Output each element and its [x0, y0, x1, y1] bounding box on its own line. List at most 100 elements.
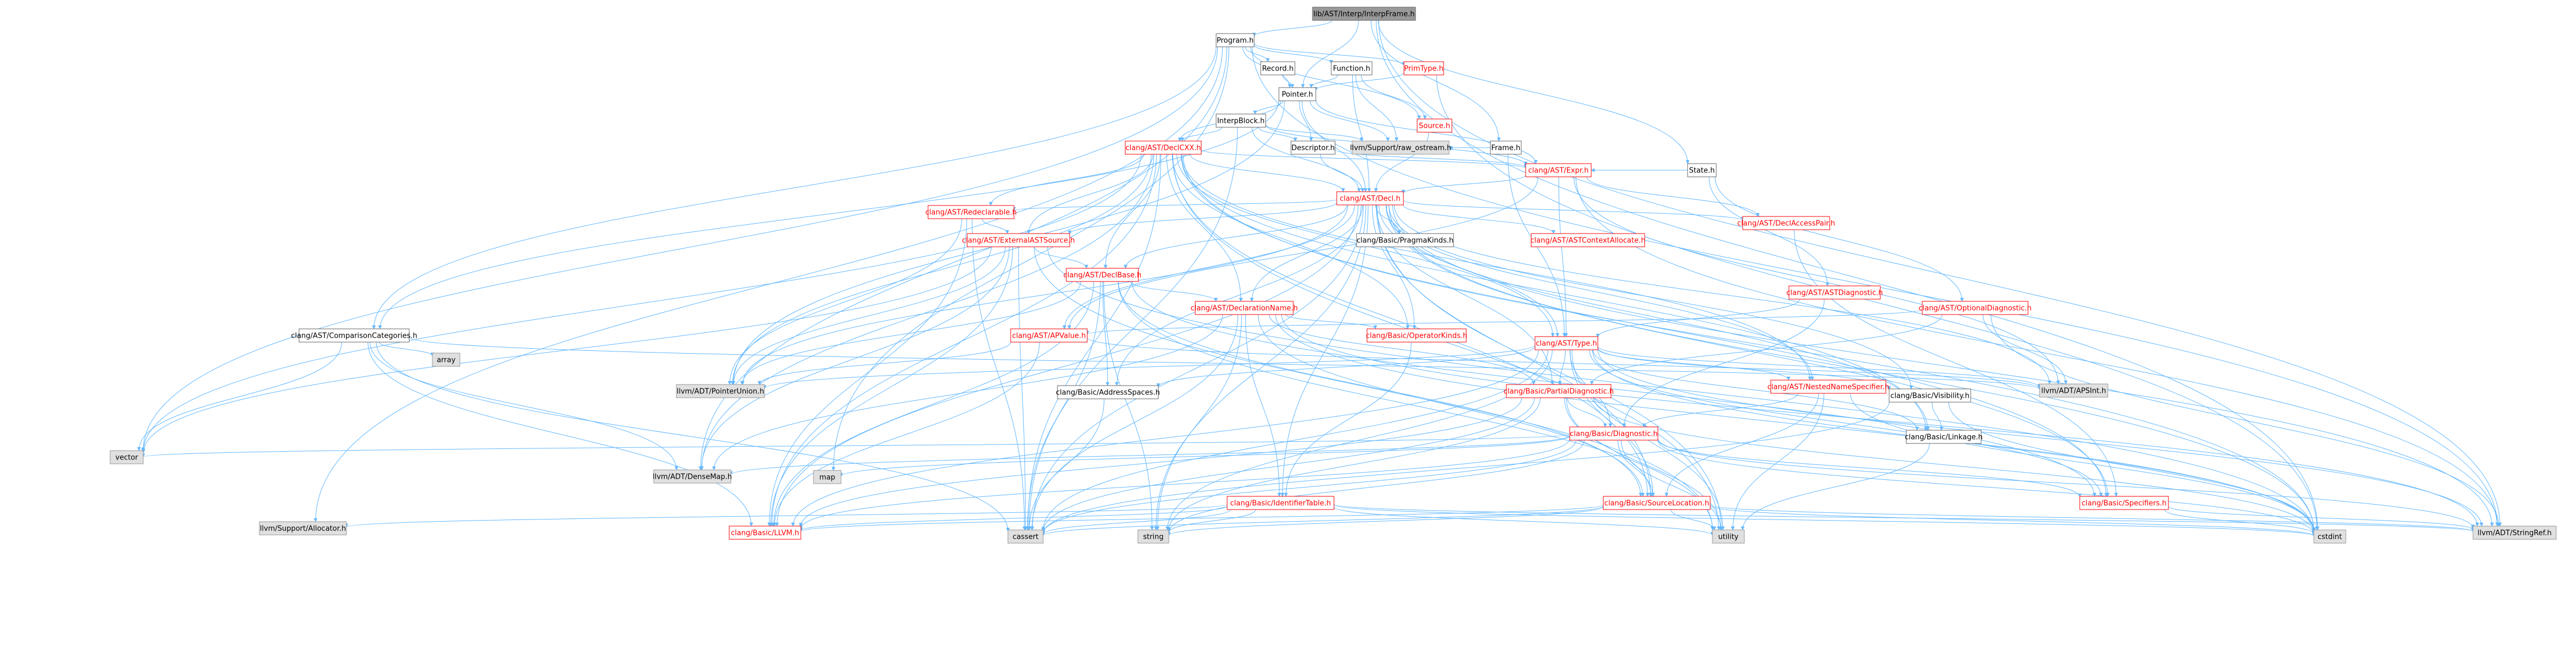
edge-sourcelocation-to-string — [1167, 506, 1604, 536]
node-label-expr: clang/AST/Expr.h — [1528, 167, 1589, 175]
node-pointerunion: llvm/ADT/PointerUnion.h — [676, 384, 765, 398]
edge-function-to-decl — [1352, 74, 1371, 192]
node-addressspaces[interactable]: clang/Basic/AddressSpaces.h — [1056, 385, 1160, 399]
node-box-apsint — [2039, 383, 2108, 398]
edge-state-to-astdiagnostic — [1709, 176, 1830, 286]
edge-interpblock-to-declcxx — [1180, 127, 1222, 142]
edge-interpblock-to-raw_ostream — [1265, 124, 1364, 142]
edge-redeclarable-to-cassert — [972, 218, 1027, 530]
node-declcxx[interactable]: clang/AST/DeclCXX.h — [1125, 140, 1202, 155]
edge-declbase-to-addressspaces — [1102, 281, 1110, 386]
node-label-apsint: llvm/ADT/APSInt.h — [2041, 387, 2106, 396]
edge-partialdiagnostic-to-diagnostic — [1567, 397, 1607, 427]
edge-diagnostic-to-string — [1167, 440, 1585, 534]
edge-expr-to-apvalue — [1067, 176, 1538, 329]
edge-state-to-optionaldiagnostic — [1715, 176, 1964, 302]
edge-declcxx-to-declarationname — [1166, 154, 1243, 302]
node-comparisoncategories[interactable]: clang/AST/ComparisonCategories.h — [291, 328, 417, 343]
node-sourcelocation[interactable]: clang/Basic/SourceLocation.h — [1603, 496, 1711, 510]
node-redeclarable[interactable]: clang/AST/Redeclarable.h — [925, 205, 1017, 219]
node-frame[interactable]: Frame.h — [1490, 140, 1522, 155]
edge-apvalue-to-llvm — [772, 342, 1040, 527]
node-primtype[interactable]: PrimType.h — [1403, 61, 1444, 75]
node-label-type: clang/AST/Type.h — [1536, 340, 1597, 348]
node-partialdiagnostic[interactable]: clang/Basic/PartialDiagnostic.h — [1504, 384, 1614, 398]
edge-redeclarable-to-pointerunion — [728, 218, 962, 385]
node-label-utility: utility — [1718, 533, 1739, 542]
edge-declcxx-to-redeclarable — [989, 154, 1144, 206]
node-nestednamespecifier[interactable]: clang/AST/NestedNameSpecifier.h — [1767, 380, 1889, 394]
node-decl[interactable]: clang/AST/Decl.h — [1336, 191, 1404, 205]
edge-declcxx-to-cstdint — [1183, 154, 2316, 532]
node-expr[interactable]: clang/AST/Expr.h — [1525, 163, 1592, 177]
edge-linkage-to-utility — [1740, 443, 1930, 530]
edge-externalastsource-to-utility — [1034, 246, 1715, 530]
node-astcontextallocate[interactable]: clang/AST/ASTContextAllocate.h — [1531, 233, 1646, 247]
node-box-array — [432, 353, 460, 367]
edge-expr-to-declaccesspair — [1586, 176, 1760, 217]
edge-decl-to-identifiertable — [1281, 204, 1369, 497]
node-box-source — [1417, 118, 1452, 133]
edge-apvalue-to-apsint — [1087, 337, 2042, 389]
node-label-optionaldiagnostic: clang/AST/OptionalDiagnostic.h — [1918, 305, 2031, 313]
edge-descriptor-to-decl — [1320, 154, 1365, 192]
node-box-comparisoncategories — [299, 328, 410, 343]
edge-declbase-to-declarationname — [1130, 281, 1218, 302]
node-root[interactable]: lib/AST/Interp/InterpFrame.h — [1312, 7, 1416, 21]
node-operatorkinds[interactable]: clang/Basic/OperatorKinds.h — [1366, 328, 1467, 343]
node-box-sourcelocation — [1603, 496, 1711, 510]
node-declarationname[interactable]: clang/AST/DeclarationName.h — [1191, 301, 1298, 315]
edge-program-to-source — [1250, 46, 1421, 120]
edge-type-to-pointerunion — [762, 344, 1536, 389]
edge-type-to-partialdiagnostic — [1558, 349, 1566, 385]
edge-expr-to-type — [1558, 176, 1568, 337]
node-pointer[interactable]: Pointer.h — [1278, 87, 1316, 101]
node-declaccesspair[interactable]: clang/AST/DeclAccessPair.h — [1737, 216, 1835, 230]
node-box-map — [813, 470, 842, 484]
node-cstdint: cstdint — [2313, 529, 2346, 544]
node-apvalue[interactable]: clang/AST/APValue.h — [1010, 328, 1088, 343]
node-source[interactable]: Source.h — [1417, 118, 1452, 133]
node-optionaldiagnostic[interactable]: clang/AST/OptionalDiagnostic.h — [1918, 301, 2032, 315]
node-identifiertable[interactable]: clang/Basic/IdentifierTable.h — [1227, 496, 1335, 510]
node-pragmakinds[interactable]: clang/Basic/PragmaKinds.h — [1356, 233, 1454, 247]
edge-identifiertable-to-llvm — [799, 506, 1228, 531]
node-box-apvalue — [1010, 328, 1088, 343]
node-externalastsource[interactable]: clang/AST/ExternalASTSource.h — [962, 233, 1075, 247]
node-function[interactable]: Function.h — [1331, 61, 1373, 75]
node-raw_ostream: llvm/Support/raw_ostream.h — [1350, 140, 1451, 155]
edge-declcxx-to-sourcelocation — [1172, 154, 1650, 497]
node-diagnostic[interactable]: clang/Basic/Diagnostic.h — [1569, 426, 1658, 441]
node-box-specifiers — [2079, 496, 2169, 510]
node-box-diagnostic — [1569, 426, 1658, 441]
edge-type-to-apsint — [1597, 346, 2042, 388]
edge-redeclarable-to-llvm — [767, 218, 967, 527]
edge-diagnostic-to-stringref — [1657, 438, 2475, 529]
node-interpblock[interactable]: InterpBlock.h — [1216, 113, 1266, 128]
node-box-declcxx — [1125, 140, 1202, 155]
node-box-raw_ostream — [1352, 140, 1450, 155]
node-program[interactable]: Program.h — [1216, 33, 1255, 47]
node-type[interactable]: clang/AST/Type.h — [1534, 336, 1598, 350]
node-linkage[interactable]: clang/Basic/Linkage.h — [1905, 430, 1983, 444]
node-declbase[interactable]: clang/AST/DeclBase.h — [1064, 268, 1142, 282]
edge-program-to-function — [1254, 45, 1333, 64]
edge-partialdiagnostic-to-cassert — [1041, 397, 1535, 532]
node-box-visibility — [1889, 388, 1971, 403]
node-label-declarationname: clang/AST/DeclarationName.h — [1191, 305, 1298, 313]
node-astdiagnostic[interactable]: clang/AST/ASTDiagnostic.h — [1786, 285, 1883, 300]
node-box-optionaldiagnostic — [1922, 301, 2029, 315]
node-densemap: llvm/ADT/DenseMap.h — [653, 469, 732, 484]
node-label-addressspaces: clang/Basic/AddressSpaces.h — [1056, 389, 1160, 397]
node-visibility[interactable]: clang/Basic/Visibility.h — [1889, 388, 1971, 403]
node-descriptor[interactable]: Descriptor.h — [1290, 140, 1336, 155]
edge-diagnostic-to-utility — [1620, 440, 1723, 530]
node-llvm[interactable]: clang/Basic/LLVM.h — [729, 526, 801, 540]
node-record[interactable]: Record.h — [1260, 61, 1295, 75]
edge-declbase-to-pointerunion — [740, 281, 1081, 385]
edge-decl-to-addressspaces — [1115, 204, 1362, 386]
edge-partialdiagnostic-to-cstdint — [1593, 397, 2316, 534]
node-specifiers[interactable]: clang/Basic/Specifiers.h — [2079, 496, 2169, 510]
node-state[interactable]: State.h — [1687, 163, 1717, 177]
edge-expr-to-decl — [1401, 175, 1526, 194]
